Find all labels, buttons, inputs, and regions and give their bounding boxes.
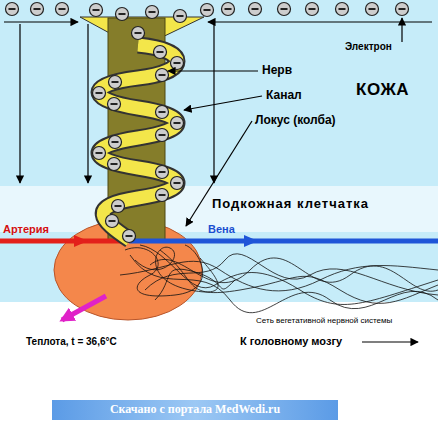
autonomic-nerve-network — [120, 245, 438, 313]
artery-arrow — [74, 235, 88, 247]
nerve-fiber — [155, 269, 235, 300]
channel-outline — [99, 45, 177, 240]
leader-line — [168, 70, 258, 71]
downflow-arrow — [87, 24, 88, 183]
electron — [112, 200, 125, 213]
electron — [171, 177, 184, 190]
nerve-fiber — [160, 250, 438, 303]
electron — [171, 117, 184, 130]
channel-label: Канал — [266, 89, 336, 103]
electron — [278, 3, 291, 16]
electron — [106, 215, 119, 228]
electron — [108, 98, 121, 111]
skin-layer-band: КОЖА — [0, 0, 438, 186]
electron — [222, 3, 235, 16]
artery-label: Артерия — [3, 223, 73, 236]
inflow-arrow — [4, 21, 78, 22]
electron — [93, 147, 106, 160]
electron — [146, 6, 159, 19]
leader-line — [184, 96, 262, 110]
nerve-fiber — [145, 254, 438, 295]
electron — [156, 69, 169, 82]
direction-arrow — [362, 341, 418, 342]
electron — [249, 3, 262, 16]
leader-line — [401, 18, 402, 42]
vein-arrow — [244, 235, 258, 247]
to-brain-label: К головному мозгу — [240, 335, 365, 348]
electron — [109, 76, 122, 89]
electron — [154, 46, 167, 59]
watermark-box: Скачано с портала MedWedi.ru — [52, 400, 338, 420]
heat-arrow — [62, 296, 106, 320]
electron — [156, 129, 169, 142]
spiral-channel — [99, 45, 177, 240]
electron — [156, 189, 169, 202]
electron — [90, 4, 103, 17]
electron-group — [6, 3, 409, 243]
node-text: Скачано с портала MedWedi.ru — [52, 403, 338, 417]
electron — [56, 3, 69, 16]
downflow-arrow — [19, 24, 20, 183]
locus-flask — [54, 220, 202, 320]
electron — [156, 106, 169, 119]
electron — [116, 8, 129, 21]
nerve-fiber — [140, 245, 438, 304]
node-text: КОЖА — [356, 80, 436, 100]
heat-label: Теплота, t = 36,6°C — [26, 336, 161, 348]
electron — [336, 3, 349, 16]
electron — [174, 10, 187, 23]
artery-line — [0, 239, 127, 244]
electron-label: Электрон — [345, 41, 405, 53]
electron — [171, 57, 184, 70]
node-text: Подкожная клетчатка — [212, 197, 434, 212]
nerve-label: Нерв — [262, 64, 322, 78]
nerve-fiber — [150, 258, 438, 291]
electron — [108, 158, 121, 171]
electron — [396, 3, 409, 16]
flow-arrows — [4, 18, 432, 342]
locus-label: Локус (колба) — [255, 114, 375, 128]
downflow-arrow — [213, 24, 214, 183]
electron — [201, 4, 214, 17]
electron — [6, 3, 19, 16]
electron — [93, 87, 106, 100]
inflow-arrow — [208, 21, 432, 22]
electron — [306, 3, 319, 16]
electron — [366, 3, 379, 16]
electron — [156, 166, 169, 179]
electron — [31, 3, 44, 16]
electron — [123, 230, 136, 243]
network-label: Сеть вегетативной нервной системы — [256, 316, 436, 325]
vein-label: Вена — [208, 223, 258, 236]
electron — [132, 27, 145, 40]
vein-line — [129, 239, 438, 244]
electron — [109, 136, 122, 149]
leader-line — [186, 121, 252, 226]
